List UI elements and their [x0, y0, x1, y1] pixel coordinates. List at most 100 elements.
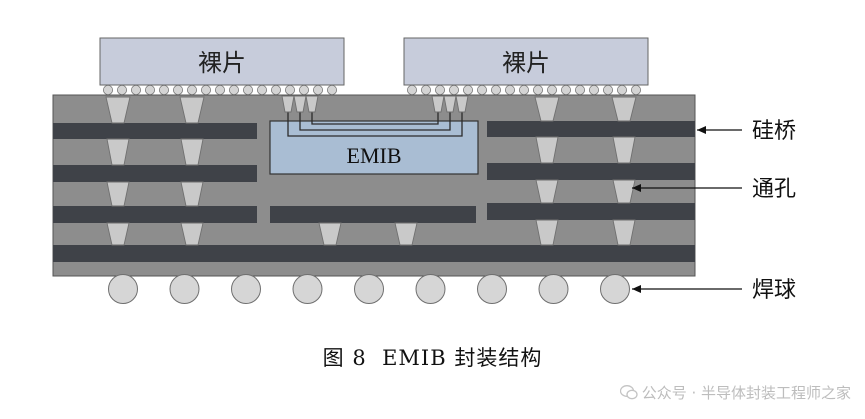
- micro-bump: [326, 85, 337, 96]
- micro-bump: [617, 85, 628, 96]
- trace-layer-full: [53, 245, 695, 262]
- via: [534, 96, 560, 122]
- micro-bump: [547, 85, 558, 96]
- via: [443, 95, 457, 113]
- die-left: 裸片: [99, 37, 345, 86]
- solder-ball: [108, 274, 138, 304]
- solder-ball: [477, 274, 507, 304]
- via: [305, 95, 319, 113]
- callout-via: 通孔: [632, 177, 796, 202]
- micro-bump: [256, 85, 267, 96]
- micro-bump: [186, 85, 197, 96]
- micro-bump: [103, 85, 114, 96]
- via: [535, 219, 559, 246]
- micro-bump-row: [103, 85, 642, 96]
- emib-package-diagram: 裸片 裸片 EMIB 硅桥 通孔: [52, 37, 796, 304]
- trace-layers: [53, 121, 695, 262]
- solder-ball: [354, 274, 384, 304]
- watermark-text: 公众号 · 半导体封装工程师之家: [641, 384, 851, 402]
- via: [318, 222, 342, 246]
- figure-number: 图 8: [322, 346, 367, 370]
- die-right: 裸片: [403, 37, 649, 86]
- via: [180, 138, 204, 166]
- via: [612, 219, 636, 246]
- via: [455, 95, 469, 113]
- callout-silicon-bridge-label: 硅桥: [752, 119, 796, 144]
- micro-bump: [200, 85, 211, 96]
- solder-ball: [169, 274, 200, 304]
- trace-layer: [487, 203, 695, 220]
- micro-bump: [462, 85, 473, 96]
- micro-bump: [242, 85, 253, 96]
- wechat-icon: [619, 385, 638, 400]
- micro-bump: [631, 85, 642, 96]
- die-right-label: 裸片: [502, 49, 550, 77]
- micro-bump: [519, 85, 530, 96]
- via: [612, 136, 636, 164]
- trace-layer: [53, 123, 257, 139]
- micro-bump: [533, 85, 544, 96]
- micro-bump: [270, 85, 281, 96]
- figure-title: EMIB 封装结构: [382, 346, 543, 370]
- micro-bump: [228, 85, 239, 96]
- via: [106, 181, 130, 207]
- via: [105, 96, 131, 124]
- solder-ball: [292, 274, 323, 304]
- micro-bump: [561, 85, 572, 96]
- via: [179, 96, 205, 124]
- micro-bump: [490, 85, 501, 96]
- micro-bump: [448, 85, 459, 96]
- micro-bump: [284, 85, 295, 96]
- micro-bump: [434, 85, 445, 96]
- via-group: [105, 95, 637, 246]
- via: [180, 222, 204, 246]
- micro-bump: [575, 85, 586, 96]
- via: [612, 179, 636, 204]
- via: [180, 181, 204, 207]
- via: [293, 95, 307, 113]
- micro-bump: [504, 85, 515, 96]
- micro-bump: [603, 85, 614, 96]
- callout-solder-ball: 焊球: [632, 278, 796, 303]
- bridge-wiring: [287, 100, 463, 137]
- trace-layer: [270, 206, 476, 223]
- trace-layer: [53, 206, 257, 223]
- trace-layer: [487, 163, 695, 180]
- micro-bump: [172, 85, 183, 96]
- micro-bump: [589, 85, 600, 96]
- micro-bump: [144, 85, 155, 96]
- micro-bump: [130, 85, 141, 96]
- emib-label: EMIB: [347, 143, 402, 168]
- micro-bump: [406, 85, 417, 96]
- die-left-label: 裸片: [198, 49, 246, 77]
- callout-silicon-bridge: 硅桥: [697, 119, 796, 144]
- via: [535, 179, 559, 204]
- micro-bump: [312, 85, 323, 96]
- solder-ball-row: [108, 274, 630, 304]
- solder-ball: [538, 274, 569, 304]
- figure-caption: 图 8 EMIB 封装结构: [0, 342, 865, 372]
- bridge-wiring: [299, 100, 451, 131]
- micro-bump: [158, 85, 169, 96]
- solder-ball: [231, 274, 261, 304]
- solder-ball: [415, 274, 446, 304]
- trace-layer: [53, 165, 257, 182]
- watermark: 公众号 · 半导体封装工程师之家: [619, 382, 851, 403]
- via: [535, 136, 559, 164]
- via: [281, 95, 295, 113]
- micro-bump: [117, 85, 128, 96]
- via: [106, 138, 130, 166]
- micro-bump: [420, 85, 431, 96]
- trace-layer: [487, 121, 695, 137]
- solder-ball: [600, 274, 630, 304]
- micro-bump: [214, 85, 225, 96]
- emib-bridge: EMIB: [269, 100, 479, 175]
- callout-via-label: 通孔: [752, 177, 796, 202]
- callout-solder-ball-label: 焊球: [752, 278, 796, 303]
- via: [394, 222, 418, 246]
- micro-bump: [298, 85, 309, 96]
- via: [106, 222, 130, 246]
- micro-bump: [476, 85, 487, 96]
- via: [611, 96, 637, 122]
- via: [431, 95, 445, 113]
